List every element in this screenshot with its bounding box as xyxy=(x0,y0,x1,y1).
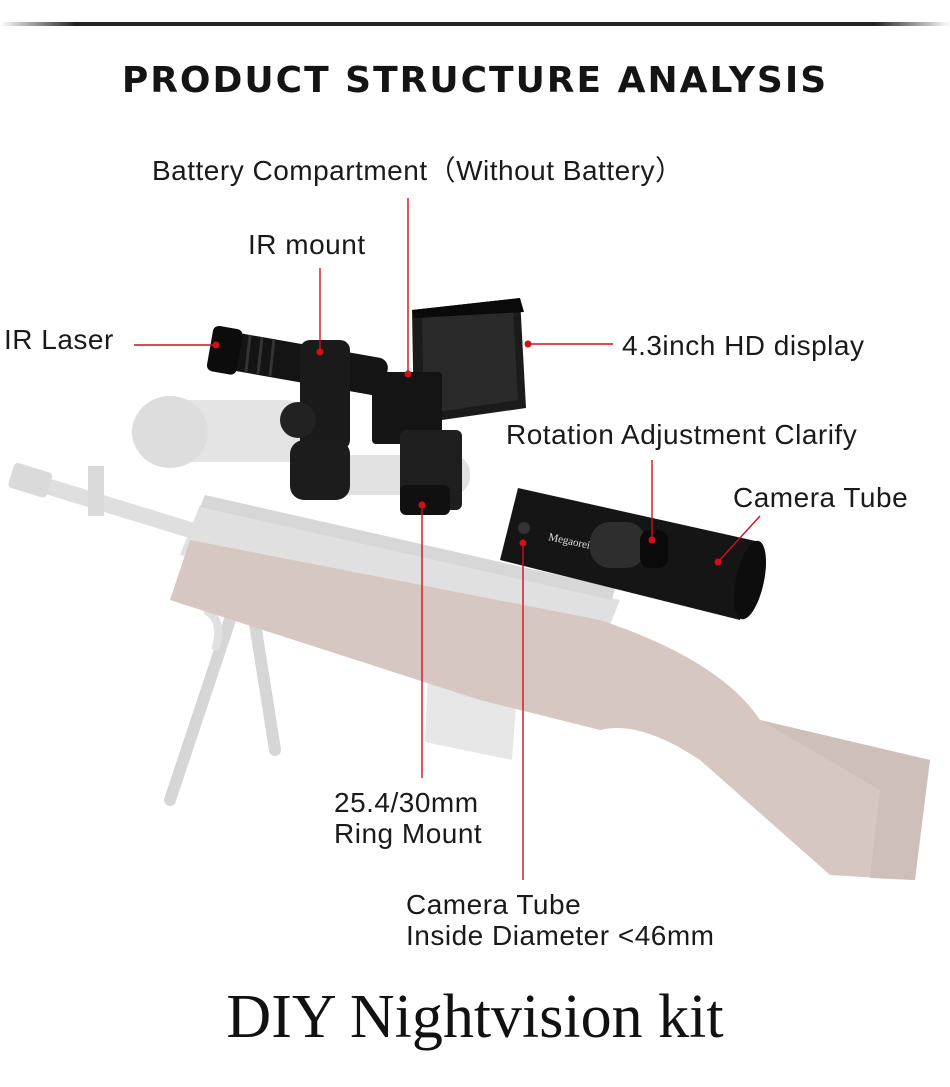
leader-dots xyxy=(212,340,722,566)
nightvision-device: Megaorei xyxy=(206,298,767,620)
footer-title: DIY Nightvision kit xyxy=(226,983,724,1051)
callout-rotation-adjustment: Rotation Adjustment Clarify xyxy=(506,419,858,450)
leader-lines xyxy=(134,198,761,880)
callout-battery-compartment: Battery Compartment（Without Battery） xyxy=(152,155,684,186)
callout-ring-mount-size: 25.4/30mm xyxy=(334,787,479,818)
page-title: PRODUCT STRUCTURE ANALYSIS xyxy=(121,60,829,101)
top-divider xyxy=(0,22,950,26)
callout-camera-tube: Camera Tube xyxy=(733,482,909,513)
callout-tube-diameter-title: Camera Tube xyxy=(406,889,582,920)
callout-ir-mount: IR mount xyxy=(248,229,366,260)
callout-tube-diameter-value: Inside Diameter <46mm xyxy=(406,920,715,951)
rifle-image xyxy=(8,396,930,880)
callout-ring-mount-label: Ring Mount xyxy=(334,818,483,849)
callout-ir-laser: IR Laser xyxy=(4,324,114,355)
callout-hd-display: 4.3inch HD display xyxy=(622,330,865,361)
